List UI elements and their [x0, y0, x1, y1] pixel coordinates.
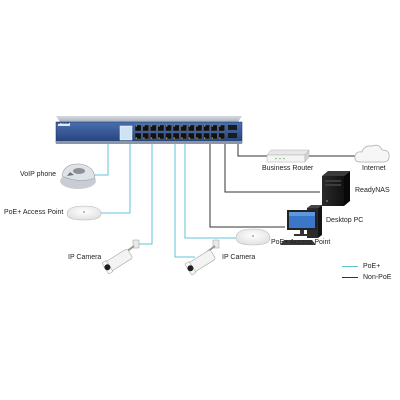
- ip-camera-left-icon: [101, 239, 140, 275]
- port-led: [211, 125, 213, 127]
- switch-port: [157, 132, 165, 140]
- switch-port: [188, 132, 195, 140]
- switch-port: [150, 132, 157, 140]
- port-led: [166, 137, 168, 139]
- cable-access-point-left: [100, 143, 131, 214]
- port-led: [150, 137, 153, 139]
- switch-port: [180, 124, 187, 132]
- cable-ip-camera-left: [136, 143, 153, 245]
- switch-port: [210, 132, 218, 140]
- switch-port: [203, 124, 210, 132]
- port-led: [188, 125, 191, 127]
- switch-ports: [134, 124, 225, 140]
- readynas-icon: [322, 171, 350, 206]
- poe-switch: [55, 116, 243, 144]
- switch-port: [218, 124, 225, 132]
- switch-port: [218, 132, 225, 140]
- switch-port: [172, 124, 180, 132]
- cable-ip-camera-right: [174, 143, 195, 258]
- label-desktop-pc: Desktop PC: [326, 217, 364, 224]
- port-led: [135, 125, 137, 127]
- port-led: [166, 125, 168, 127]
- label-voip-phone: VoIP phone: [20, 171, 57, 178]
- business-router-icon: [266, 149, 310, 163]
- port-led: [143, 137, 145, 139]
- port-led: [211, 137, 213, 139]
- switch-port: [210, 124, 218, 132]
- port-led: [158, 125, 160, 127]
- port-led: [173, 125, 175, 127]
- port-led: [196, 125, 198, 127]
- legend-non-poe-line: [342, 277, 358, 278]
- access-point-left-icon: [66, 205, 102, 221]
- poe-cables: [93, 143, 236, 258]
- label-business-router: Business Router: [262, 165, 314, 172]
- port-led: [219, 125, 221, 127]
- port-led: [135, 137, 137, 139]
- cable-voip-phone: [93, 143, 109, 176]
- switch-port: [134, 132, 142, 140]
- label-poe-access-point-left: PoE+ Access Point: [4, 209, 64, 216]
- switch-port: [142, 124, 149, 132]
- voip-phone-icon: [60, 163, 96, 189]
- label-poe-access-point-right: PoE+ Access Point: [271, 239, 331, 246]
- port-led: [150, 125, 153, 127]
- switch-port: [157, 124, 165, 132]
- legend-non-poe-label: Non-PoE: [363, 274, 392, 281]
- port-led: [181, 137, 183, 139]
- switch-port: [188, 124, 195, 132]
- port-led: [173, 137, 175, 139]
- ip-camera-right-icon: [184, 239, 220, 276]
- switch-port: [134, 124, 142, 132]
- internet-cloud-icon: [354, 144, 390, 163]
- port-led: [188, 137, 191, 139]
- switch-port: [195, 132, 203, 140]
- label-ip-camera-left: IP Camera: [68, 254, 102, 261]
- label-internet: Internet: [362, 165, 386, 172]
- desktop-pc-icon: [280, 205, 322, 245]
- access-point-right-icon: [235, 228, 271, 246]
- cable-readynas: [224, 143, 320, 193]
- label-readynas: ReadyNAS: [355, 187, 390, 194]
- switch-port: [165, 124, 172, 132]
- legend-poe-line: [342, 266, 358, 267]
- switch-port: [195, 124, 203, 132]
- port-led: [204, 125, 206, 127]
- port-led: [219, 137, 221, 139]
- cable-business-router: [237, 143, 267, 157]
- switch-port: [165, 132, 172, 140]
- port-led: [158, 137, 160, 139]
- switch-port: [180, 132, 187, 140]
- port-led: [196, 137, 198, 139]
- port-led: [143, 125, 145, 127]
- cable-access-point-right: [184, 143, 236, 239]
- non-poe-cables: [209, 143, 362, 228]
- switch-port: [172, 132, 180, 140]
- switch-port: [150, 124, 157, 132]
- legend-poe-label: PoE+: [363, 263, 381, 270]
- port-led: [204, 137, 206, 139]
- switch-port: [142, 132, 149, 140]
- port-led: [181, 125, 183, 127]
- switch-brand-label: NETGEAR: [57, 122, 70, 125]
- switch-port: [203, 132, 210, 140]
- cable-desktop-pc: [209, 143, 285, 228]
- label-ip-camera-right: IP Camera: [222, 254, 256, 261]
